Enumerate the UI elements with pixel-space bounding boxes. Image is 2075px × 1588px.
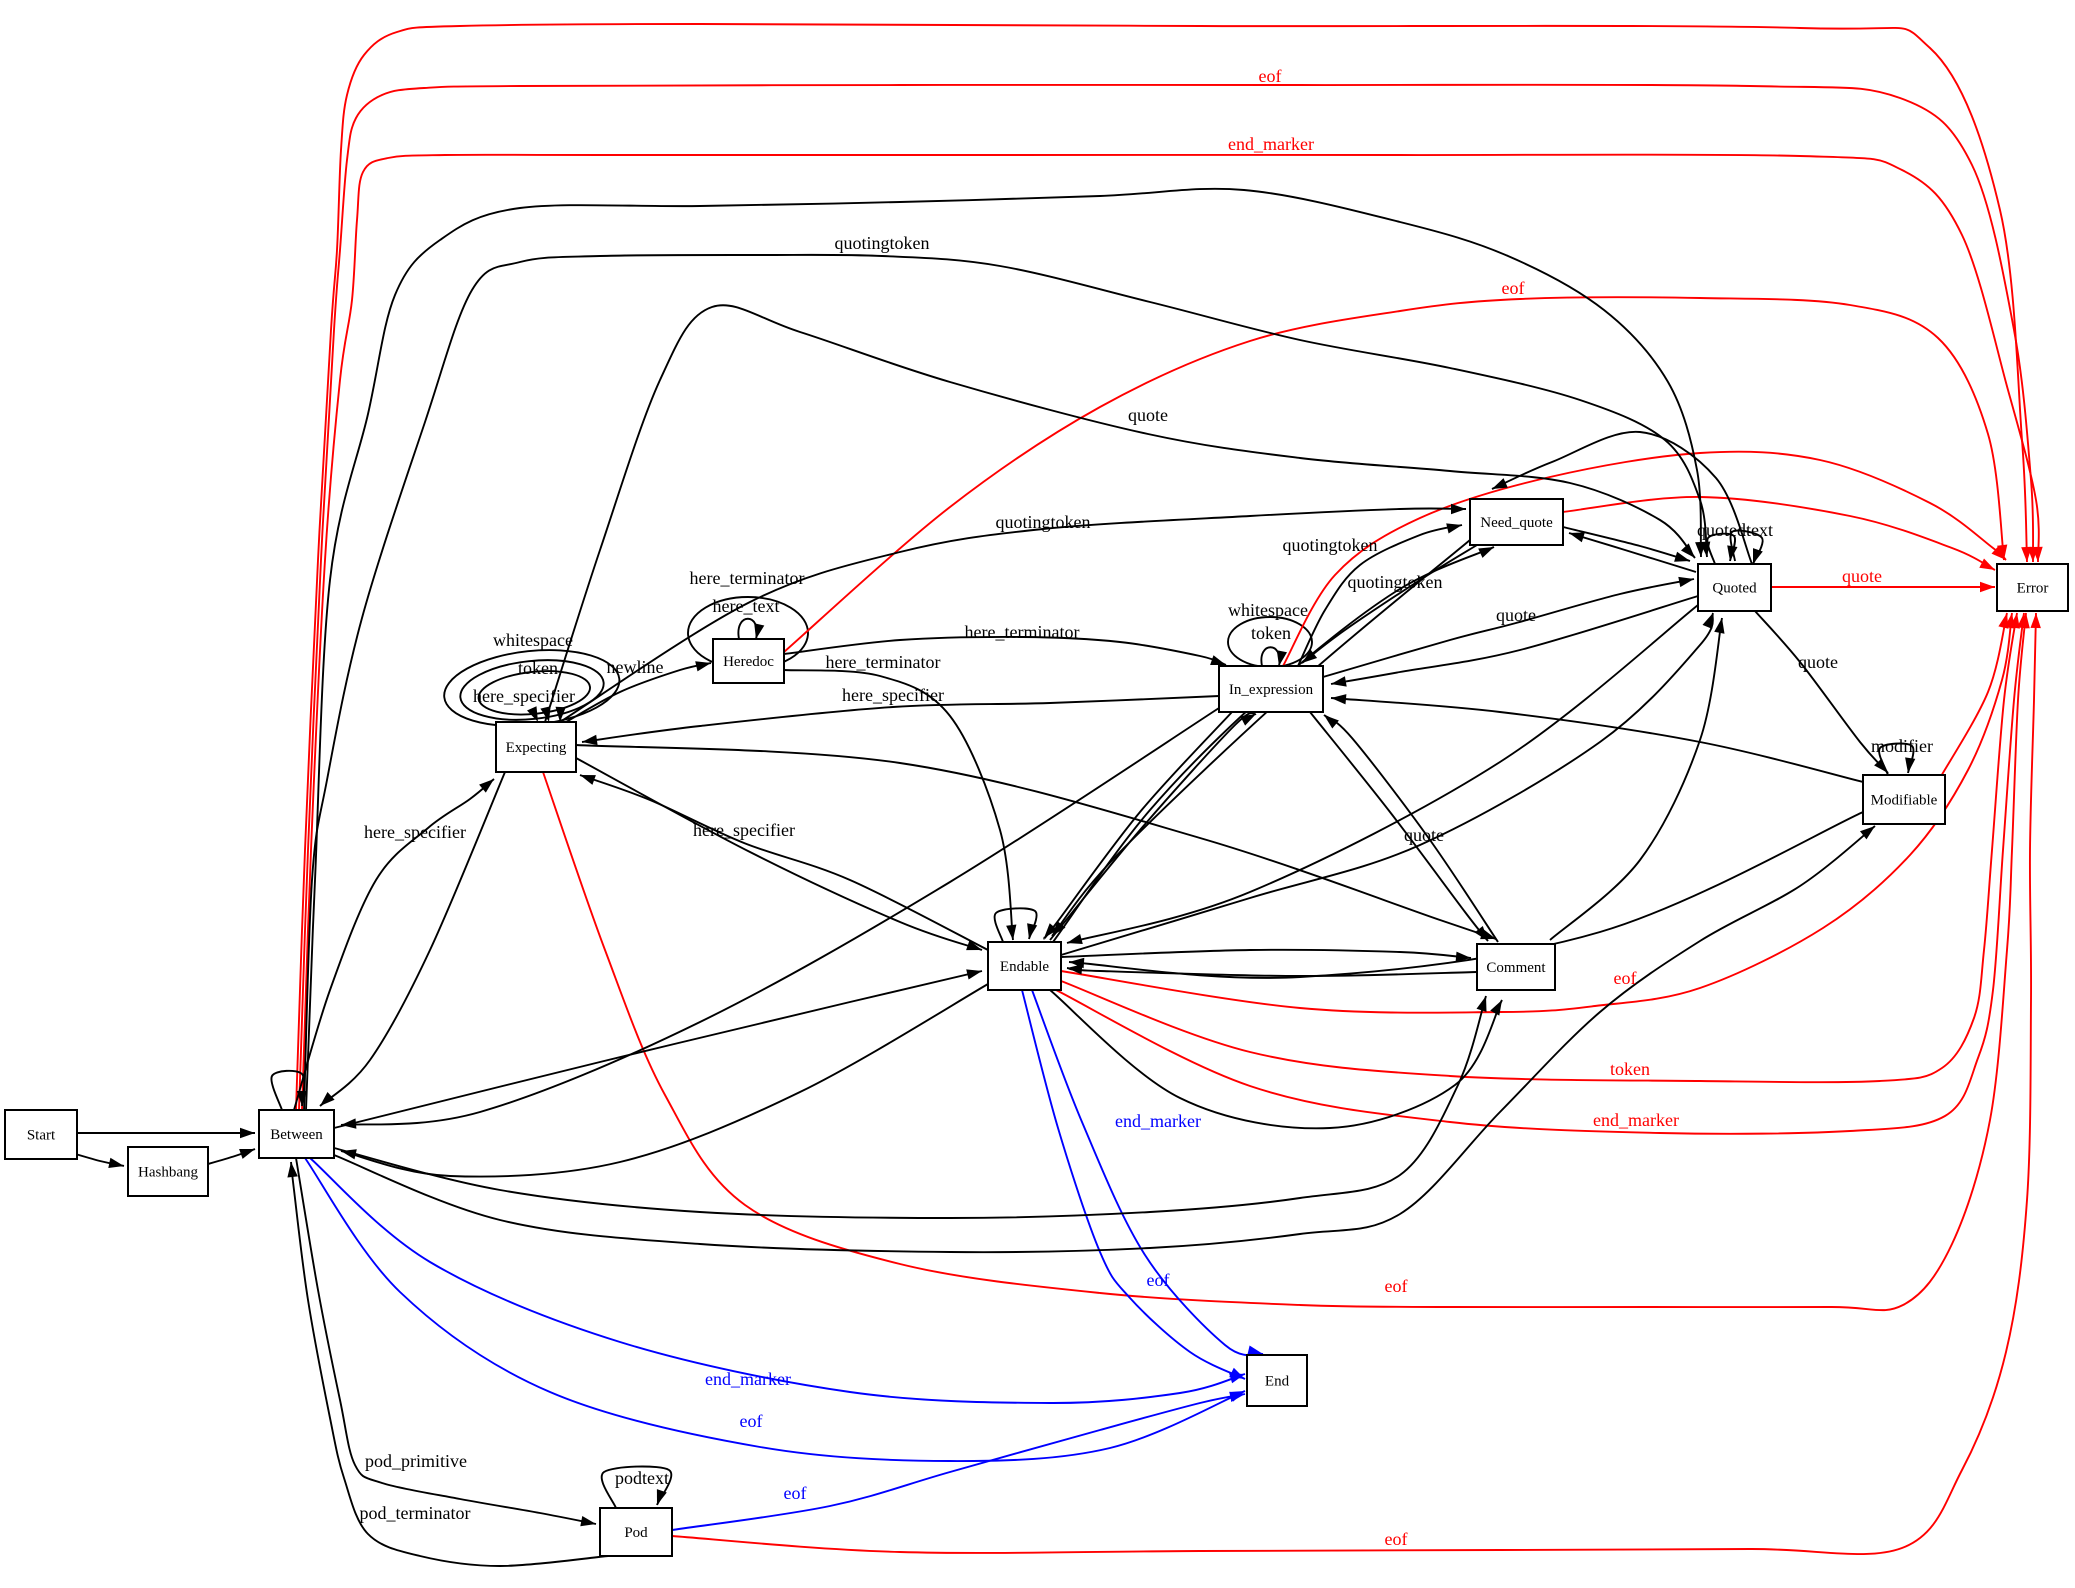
svg-text:eof: eof xyxy=(784,1483,807,1503)
svg-text:Modifiable: Modifiable xyxy=(1871,793,1938,809)
svg-text:eof: eof xyxy=(1614,968,1637,988)
svg-text:eof: eof xyxy=(1147,1270,1170,1290)
svg-text:token: token xyxy=(518,658,558,678)
svg-text:modifier: modifier xyxy=(1871,736,1933,756)
svg-text:end_marker: end_marker xyxy=(1228,134,1314,154)
svg-text:Quoted: Quoted xyxy=(1712,581,1757,597)
svg-text:eof: eof xyxy=(740,1411,763,1431)
svg-text:here_specifier: here_specifier xyxy=(364,822,466,842)
svg-text:eof: eof xyxy=(1385,1276,1408,1296)
svg-text:end_marker: end_marker xyxy=(1593,1110,1679,1130)
svg-text:quotingtoken: quotingtoken xyxy=(835,233,930,253)
svg-text:quotingtoken: quotingtoken xyxy=(1348,572,1443,592)
svg-text:Heredoc: Heredoc xyxy=(723,654,774,670)
svg-text:pod_primitive: pod_primitive xyxy=(365,1451,467,1471)
svg-text:podtext: podtext xyxy=(615,1468,669,1488)
svg-text:here_terminator: here_terminator xyxy=(690,568,805,588)
svg-text:whitespace: whitespace xyxy=(493,630,573,650)
svg-text:eof: eof xyxy=(1385,1529,1408,1549)
svg-text:here_terminator: here_terminator xyxy=(965,622,1080,642)
svg-text:Pod: Pod xyxy=(624,1525,648,1541)
svg-text:Endable: Endable xyxy=(1000,959,1049,975)
svg-text:quotingtoken: quotingtoken xyxy=(996,512,1091,532)
svg-text:quote: quote xyxy=(1404,825,1444,845)
svg-text:quote: quote xyxy=(1496,605,1536,625)
svg-text:here_specifier: here_specifier xyxy=(842,685,944,705)
svg-text:Need_quote: Need_quote xyxy=(1480,515,1553,531)
svg-text:here_terminator: here_terminator xyxy=(826,652,941,672)
svg-text:Error: Error xyxy=(2017,581,2049,597)
svg-text:quote: quote xyxy=(1128,405,1168,425)
svg-text:eof: eof xyxy=(1259,66,1282,86)
svg-text:quotingtoken: quotingtoken xyxy=(1283,535,1378,555)
svg-text:Between: Between xyxy=(270,1127,323,1143)
svg-text:newline: newline xyxy=(607,657,664,677)
svg-text:here_specifier: here_specifier xyxy=(473,686,575,706)
svg-text:End: End xyxy=(1265,1374,1290,1390)
svg-text:quote: quote xyxy=(1798,652,1838,672)
svg-text:Comment: Comment xyxy=(1486,960,1546,976)
svg-text:end_marker: end_marker xyxy=(705,1369,791,1389)
svg-text:quotedtext: quotedtext xyxy=(1697,520,1773,540)
svg-text:eof: eof xyxy=(1502,278,1525,298)
svg-text:token: token xyxy=(1610,1059,1650,1079)
svg-text:Start: Start xyxy=(27,1128,56,1144)
svg-text:here_text: here_text xyxy=(713,596,780,616)
svg-text:quote: quote xyxy=(1842,566,1882,586)
svg-text:token: token xyxy=(1251,623,1291,643)
svg-text:In_expression: In_expression xyxy=(1229,682,1314,698)
svg-text:end_marker: end_marker xyxy=(1115,1111,1201,1131)
svg-text:pod_terminator: pod_terminator xyxy=(360,1503,471,1523)
svg-text:Hashbang: Hashbang xyxy=(138,1165,198,1181)
svg-text:Expecting: Expecting xyxy=(506,740,567,756)
svg-text:whitespace: whitespace xyxy=(1228,600,1308,620)
svg-text:here_specifier: here_specifier xyxy=(693,820,795,840)
